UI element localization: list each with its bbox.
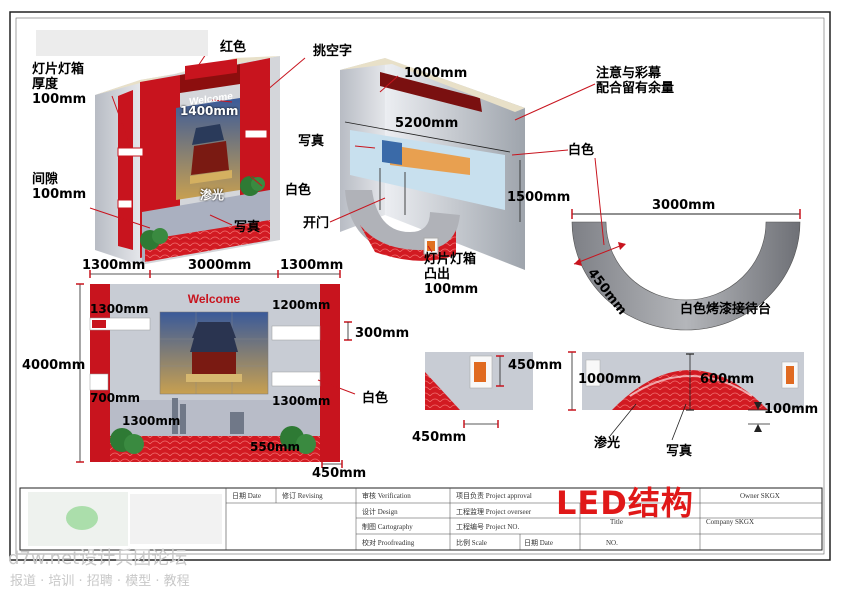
sheet-border <box>9 11 831 561</box>
label-front-1300a: 1300mm <box>90 302 149 316</box>
tb-approval: 项目负责 Project approval <box>456 491 532 500</box>
tb-verification: 审核 Verification <box>362 491 411 500</box>
label-desk-desc: 白色烤漆接待台 <box>680 302 772 317</box>
welcome-banner-front: Welcome <box>187 292 241 306</box>
label-detail-100: 100mm <box>764 402 819 417</box>
tb-design: 设计 Design <box>362 507 398 516</box>
label-front-450: 450mm <box>312 466 367 481</box>
label-front-white: 白色 <box>362 391 389 406</box>
label-gap: 间隙 100mm <box>32 172 87 202</box>
tb-scale: 比例 Scale <box>456 538 487 547</box>
label-photo-2: 写真 <box>234 220 261 235</box>
label-front-right: 1300mm <box>280 258 344 273</box>
tb-date: 日期 Date <box>232 492 261 500</box>
detail-lightbox <box>425 352 533 428</box>
label-curtain-note: 注意与彩幕 配合留有余量 <box>596 66 675 96</box>
label-bleed-light-2: 渗光 <box>594 436 621 451</box>
label-front-height: 4000mm <box>22 358 86 373</box>
label-front-1300c: 1300mm <box>122 414 181 428</box>
label-front-center: 3000mm <box>188 258 252 273</box>
reception-desk-plan <box>571 157 801 331</box>
label-red: 红色 <box>220 40 247 55</box>
tb-cartography: 制图 Cartography <box>362 522 413 531</box>
tb-no: NO. <box>606 539 618 547</box>
label-photo-4: 写真 <box>666 444 693 459</box>
perspective-booth-right <box>329 58 596 270</box>
label-door: 开门 <box>303 216 330 231</box>
title-block: 日期 Date 修订 Revising 审核 Verification 项目负责… <box>19 487 823 551</box>
front-elevation <box>76 270 356 468</box>
label-detail-450b: 450mm <box>412 430 467 445</box>
label-front-550: 550mm <box>250 440 301 454</box>
label-white-2: 白色 <box>568 143 595 158</box>
label-1500: 1500mm <box>507 190 571 205</box>
tb-company: Company SKGX <box>706 518 754 526</box>
tb-owner: Owner SKGX <box>740 492 780 500</box>
tb-proofreading: 校对 Proofreading <box>362 538 415 547</box>
tb-date-2: 日期 Date <box>524 539 553 547</box>
label-detail-600: 600mm <box>700 372 755 387</box>
label-front-700: 700mm <box>90 391 141 405</box>
label-front-300: 300mm <box>355 326 410 341</box>
label-detail-1000: 1000mm <box>578 372 642 387</box>
label-cutout-text: 挑空字 <box>313 44 353 59</box>
label-detail-450a: 450mm <box>508 358 563 373</box>
label-front-left: 1300mm <box>82 258 146 273</box>
watermark-site: d7w.net设计兵团论坛 <box>8 548 188 569</box>
watermark-tags: 报道 · 培训 · 招聘 · 模型 · 教程 <box>10 574 190 589</box>
label-1400: 1400mm <box>180 104 239 118</box>
blurred-header <box>36 30 208 56</box>
label-photo-3: 写真 <box>298 134 325 149</box>
label-lightbox-protrude: 灯片灯箱 凸出 100mm <box>424 252 479 297</box>
label-white-1: 白色 <box>285 183 312 198</box>
tb-revising: 修订 Revising <box>282 491 323 500</box>
label-lightbox-thickness: 灯片灯箱 厚度 100mm <box>32 62 87 107</box>
perspective-booth-left <box>89 53 306 265</box>
label-front-1200: 1200mm <box>272 298 331 312</box>
tb-title: Title <box>610 518 623 526</box>
drawing-title: LED结构 <box>556 484 694 522</box>
label-1000: 1000mm <box>404 66 468 81</box>
tb-overseer: 工程监理 Project overseer <box>456 507 532 516</box>
tb-project-no: 工程编号 Project NO. <box>456 522 519 531</box>
label-desk-width: 3000mm <box>652 198 716 213</box>
detail-arc-desk <box>568 351 804 441</box>
label-5200: 5200mm <box>395 116 459 131</box>
label-front-1300b: 1300mm <box>272 394 331 408</box>
label-bleed-light-1: 渗光 <box>200 188 225 202</box>
